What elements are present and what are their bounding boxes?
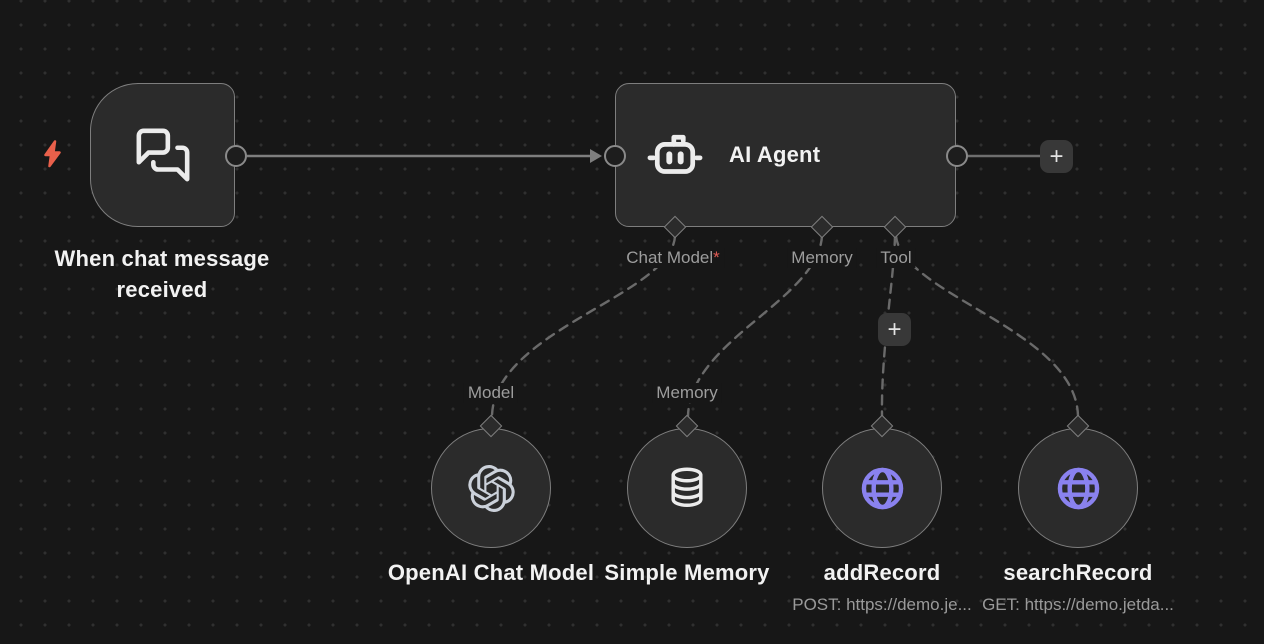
addrecord-node-subtitle: POST: https://demo.je... <box>792 595 972 614</box>
required-asterisk: * <box>713 248 720 267</box>
openai-logo-icon <box>467 464 515 512</box>
globe-icon <box>1052 462 1105 515</box>
port-label-tool: Tool <box>876 248 916 268</box>
trigger-node-when-chat-message-received[interactable] <box>90 83 235 227</box>
port-label-memory: Memory <box>787 248 857 268</box>
ai-agent-node-title: AI Agent <box>729 142 821 167</box>
plus-icon: + <box>1049 142 1064 170</box>
connection-tool-to-searchrecord <box>894 234 1080 418</box>
searchrecord-node-title: searchRecord <box>1003 560 1153 585</box>
trigger-node-title: When chat message received <box>54 246 270 302</box>
simple-memory-node[interactable] <box>627 428 747 548</box>
searchrecord-tool-node[interactable] <box>1018 428 1138 548</box>
openai-node-title: OpenAI Chat Model <box>387 560 595 585</box>
agent-input-port[interactable] <box>604 145 626 167</box>
port-label-chat-model: Chat Model* <box>622 248 724 268</box>
searchrecord-node-subtitle: GET: https://demo.jetda... <box>982 595 1174 614</box>
trigger-output-port[interactable] <box>225 145 247 167</box>
database-icon <box>664 464 710 512</box>
ai-agent-node[interactable]: AI Agent <box>615 83 956 227</box>
addrecord-node-title: addRecord <box>823 560 941 585</box>
plus-icon: + <box>887 315 902 343</box>
lightning-bolt-icon <box>42 140 63 168</box>
robot-icon <box>646 129 704 181</box>
memory-node-title: Simple Memory <box>604 560 770 585</box>
agent-output-port[interactable] <box>946 145 968 167</box>
addrecord-tool-node[interactable] <box>822 428 942 548</box>
globe-icon <box>856 462 909 515</box>
connection-label-memory: Memory <box>652 383 722 403</box>
add-node-button[interactable]: + <box>1040 140 1073 173</box>
connection-label-model: Model <box>463 383 519 403</box>
chat-bubbles-icon <box>134 126 192 184</box>
openai-chat-model-node[interactable] <box>431 428 551 548</box>
add-tool-button[interactable]: + <box>878 313 911 346</box>
connection-arrowhead-icon <box>590 149 602 163</box>
